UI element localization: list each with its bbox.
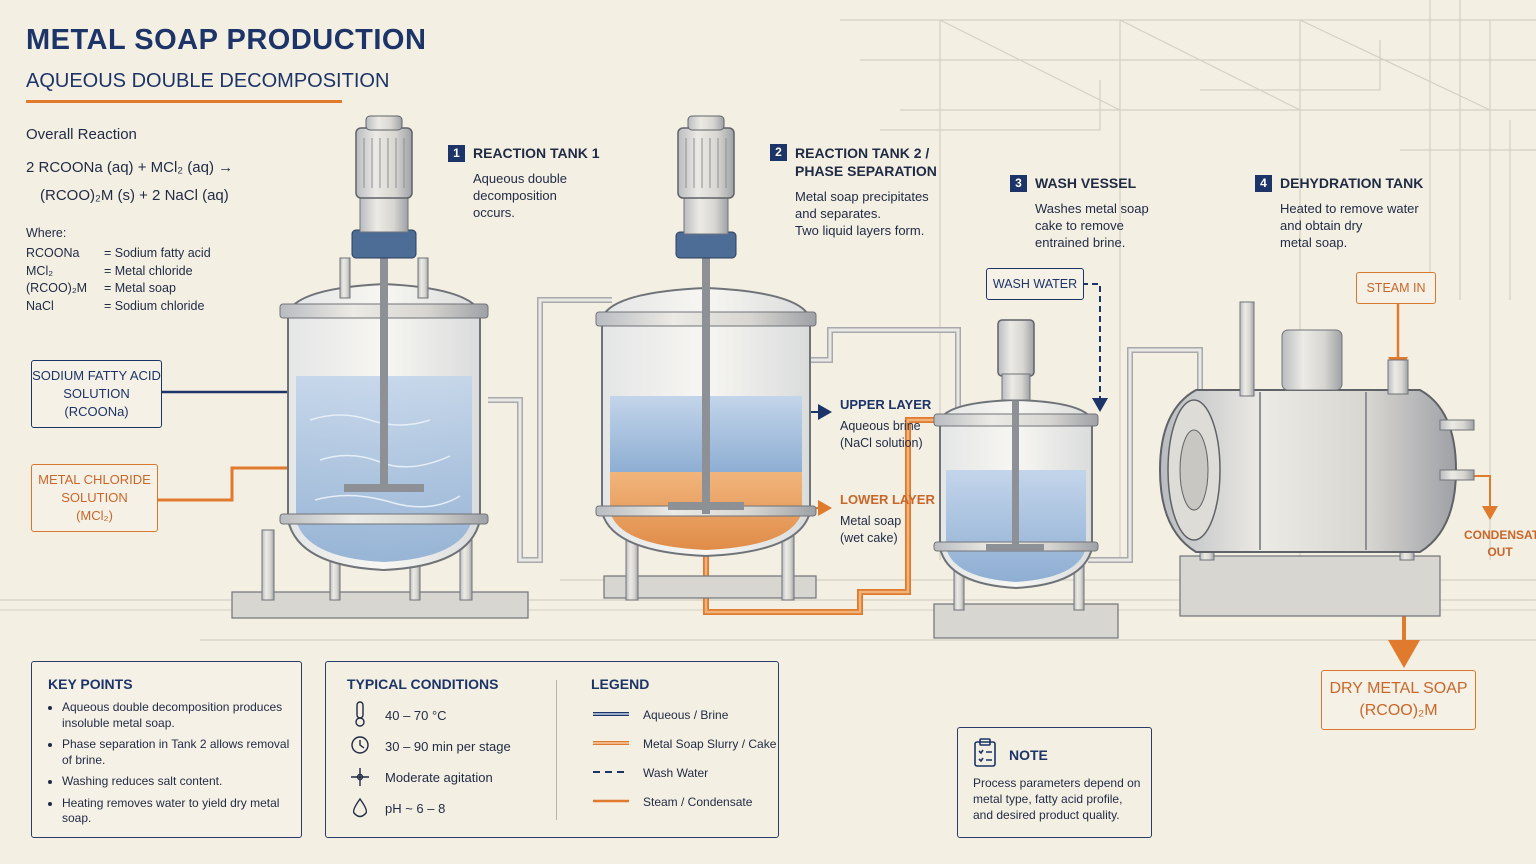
lower-layer-label: LOWER LAYER Metal soap (wet cake) [840,492,935,547]
list-item: Phase separation in Tank 2 allows remova… [62,737,300,768]
reaction-equation-line-2: (RCOO)₂M (s) + 2 NaCl (aq) [40,187,229,204]
reaction-equation-line-1: 2 RCOONa (aq) + MCl₂ (aq) → [26,159,234,176]
page-subtitle: AQUEOUS DOUBLE DECOMPOSITION [26,70,390,92]
note-panel: NOTE Process parameters depend on metal … [957,727,1152,838]
condition-item: 40 – 70 °C [385,708,447,723]
conditions-heading: TYPICAL CONDITIONS [347,676,499,692]
step-number: 2 [770,144,787,161]
droplet-icon [352,797,368,818]
definition-item: RCOONa= Sodium fatty acid [26,246,211,260]
sodium-fatty-acid-input: SODIUM FATTY ACID SOLUTION (RCOONa) [31,360,162,428]
dry-metal-soap-output: DRY METAL SOAP (RCOO)₂M [1321,670,1476,730]
step-description: Heated to remove water and obtain dry me… [1280,201,1419,250]
reaction-tank-1 [231,115,529,619]
wash-water-label: WASH WATER [986,268,1084,300]
step-number: 3 [1010,175,1027,192]
lower-layer-title: LOWER LAYER [840,492,935,507]
conditions-legend-panel: TYPICAL CONDITIONS 40 – 70 °C 30 – 90 mi… [325,661,779,838]
step-4: 4 DEHYDRATION TANK Heated to remove water… [1255,174,1423,251]
dehydration-tank [1158,301,1475,617]
agitator-icon [351,768,369,786]
step-1: 1 REACTION TANK 1 Aqueous double decompos… [448,144,600,221]
subtitle-underline [26,100,342,103]
legend-item: Metal Soap Slurry / Cake [643,736,777,751]
where-label: Where: [26,226,67,240]
definition-item: NaCl= Sodium chloride [26,298,205,313]
legend-item: Aqueous / Brine [643,707,729,722]
upper-layer-label: UPPER LAYER Aqueous brine (NaCl solution… [840,397,931,452]
legend-heading: LEGEND [591,676,650,692]
key-points-panel: KEY POINTS Aqueous double decomposition … [31,661,302,838]
step-description: Aqueous double decomposition occurs. [473,171,567,220]
lower-layer-description: Metal soap (wet cake) [840,514,902,545]
step-title: DEHYDRATION TANK [1280,175,1424,191]
note-text: Process parameters depend on metal type,… [973,776,1141,822]
legend-swatches [593,712,629,803]
step-description: Metal soap precipitates and separates. T… [795,189,929,238]
definition-list: RCOONa= Sodium fatty acid MCl₂= Metal ch… [26,245,211,315]
definition-item: MCl₂= Metal chloride [26,263,193,278]
list-item: Washing reduces salt content. [62,774,300,790]
step-description: Washes metal soap cake to remove entrain… [1035,201,1149,250]
step-title: WASH VESSEL [1035,175,1137,191]
panel-divider [556,680,557,820]
reaction-tank-2 [595,115,817,601]
key-points-heading: KEY POINTS [48,676,133,692]
condition-item: Moderate agitation [385,770,493,785]
condensate-out-label: CONDENSATE OUT [1464,528,1536,559]
step-2: 2 REACTION TANK 2 / PHASE SEPARATION Meta… [770,144,937,239]
metal-chloride-input: METAL CHLORIDE SOLUTION (MCl₂) [31,464,158,532]
chloride-feed-pipe [158,466,300,502]
condition-item: pH ~ 6 – 8 [385,801,446,816]
legend-list: Aqueous / Brine Metal Soap Slurry / Cake… [643,700,776,816]
clock-icon [351,736,369,754]
reaction-heading: Overall Reaction [26,126,137,143]
definition-item: (RCOO)₂M= Metal soap [26,281,176,296]
thermometer-icon [355,701,365,727]
transfer-pipe-1 [488,297,612,563]
key-points-list: Aqueous double decomposition produces in… [48,700,300,833]
clipboard-icon [974,738,996,767]
upper-layer-title: UPPER LAYER [840,397,932,412]
list-item: Heating removes water to yield dry metal… [62,796,300,827]
page-title: METAL SOAP PRODUCTION [26,24,427,56]
list-item: Aqueous double decomposition produces in… [62,700,300,731]
condition-icons [351,701,369,818]
step-number: 1 [448,145,465,162]
upper-layer-description: Aqueous brine (NaCl solution) [840,419,923,450]
step-number: 4 [1255,175,1272,192]
step-title: REACTION TANK 2 / PHASE SEPARATION [795,145,937,179]
wash-vessel [933,319,1119,639]
conditions-list: 40 – 70 °C 30 – 90 min per stage Moderat… [385,700,511,824]
condensate-line [1462,475,1498,520]
condition-item: 30 – 90 min per stage [385,739,511,754]
steam-in-label: STEAM IN [1356,272,1436,304]
wash-water-line [1082,283,1108,412]
legend-item: Wash Water [643,765,709,780]
step-3: 3 WASH VESSEL Washes metal soap cake to r… [1010,174,1149,251]
note-heading: NOTE [1009,747,1048,763]
step-title: REACTION TANK 1 [473,145,600,161]
legend-item: Steam / Condensate [643,794,753,809]
